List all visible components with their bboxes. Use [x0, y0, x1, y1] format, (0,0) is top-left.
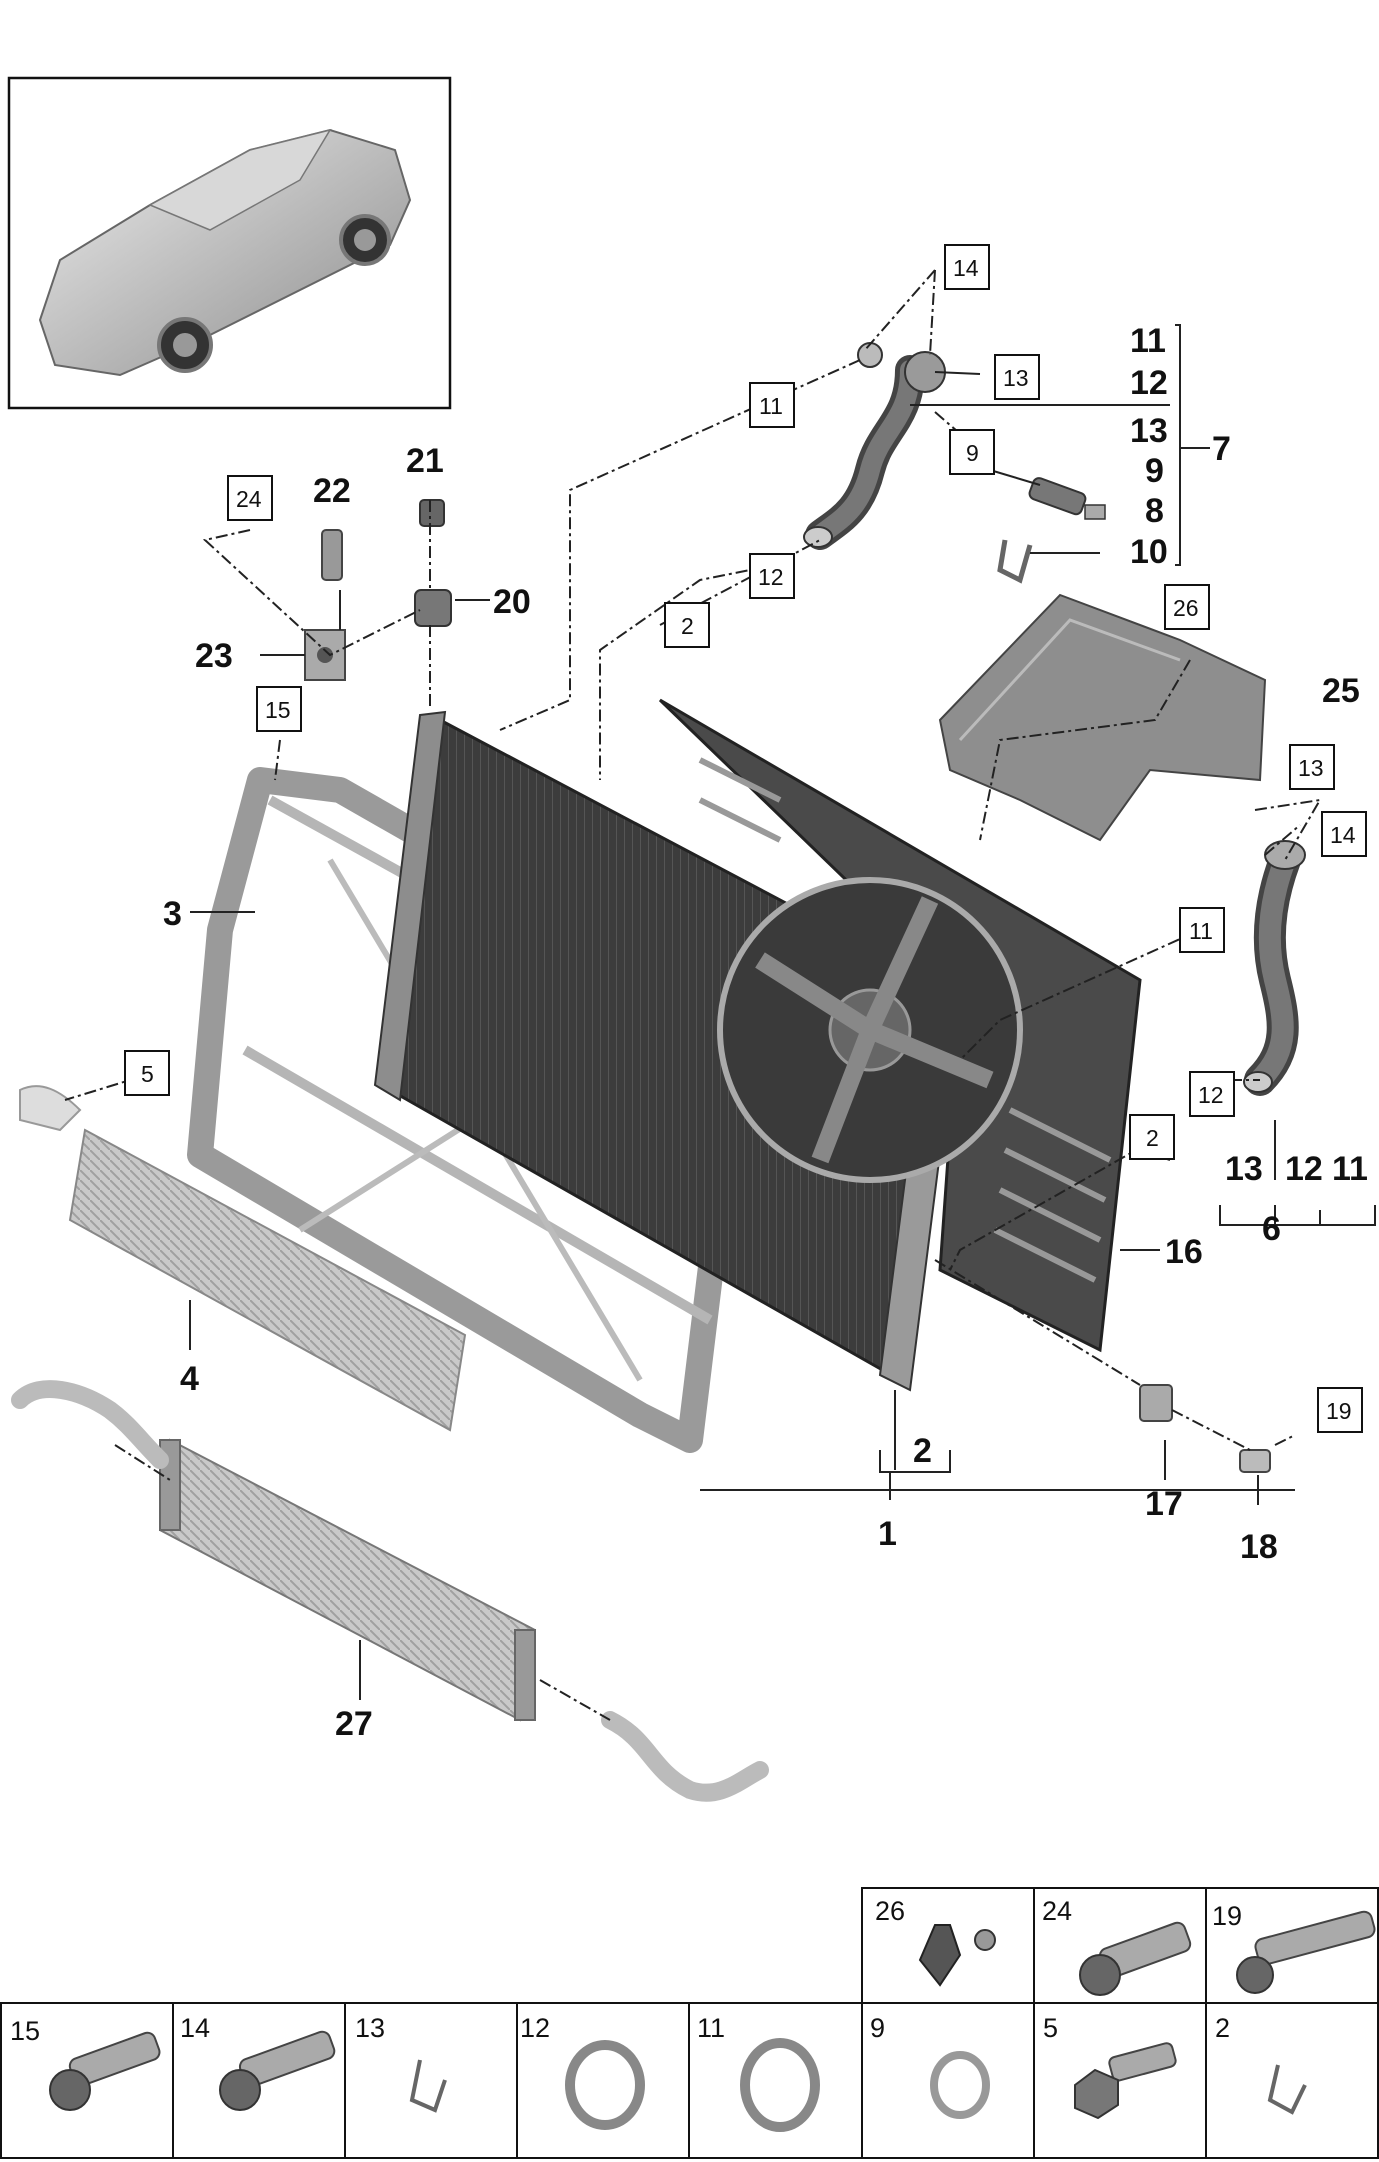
- coolant-line-upper: [11, 1380, 169, 1469]
- legend-label-14: 14: [180, 2013, 210, 2043]
- svg-text:11: 11: [759, 393, 783, 419]
- callout-7: 7: [1212, 430, 1231, 468]
- auxiliary-cooler: [158, 1438, 537, 1722]
- boxed-callout-13-right: 13: [1289, 744, 1335, 790]
- callout-10: 10: [1130, 533, 1168, 571]
- legend-label-19: 19: [1212, 1901, 1242, 1931]
- svg-text:15: 15: [265, 697, 291, 723]
- callout-25: 25: [1322, 672, 1360, 710]
- lower-coolant-hose: [1243, 840, 1306, 1096]
- clip-icon: [1267, 2064, 1307, 2115]
- callout-27: 27: [335, 1705, 373, 1743]
- boxed-callout-5: 5: [124, 1050, 170, 1096]
- rubber-bush: [414, 589, 452, 627]
- fastener-legend: 26 24 19 15 14 13 12 11 9 5 2: [0, 1887, 1379, 2159]
- boxed-callout-24: 24: [227, 475, 273, 521]
- boxed-callout-2-top: 2: [664, 602, 710, 648]
- callout-6: 6: [1262, 1210, 1281, 1248]
- boxed-callout-14-top: 14: [944, 244, 990, 290]
- bracket-18: [1239, 1449, 1271, 1473]
- fan-shroud: [658, 698, 1142, 1353]
- legend-label-2: 2: [1215, 2013, 1230, 2043]
- boxed-callout-11-top: 11: [749, 382, 795, 428]
- car-thumbnail-icon: [38, 128, 412, 377]
- seal-ring-icon: [565, 2040, 645, 2130]
- callout-2: 2: [913, 1432, 932, 1470]
- boxed-callout-12-right: 12: [1189, 1071, 1235, 1117]
- legend-label-26: 26: [875, 1896, 905, 1926]
- legend-label-5: 5: [1043, 2013, 1058, 2043]
- svg-text:5: 5: [141, 1061, 154, 1087]
- bolt-icon: [1079, 1921, 1192, 1996]
- svg-text:12: 12: [1198, 1082, 1224, 1108]
- boxed-callout-14-right: 14: [1321, 811, 1367, 857]
- bolt-icon: [49, 2031, 161, 2111]
- boxed-callout-9: 9: [949, 429, 995, 475]
- svg-text:14: 14: [953, 255, 979, 281]
- svg-text:26: 26: [1173, 595, 1199, 621]
- callout-1: 1: [878, 1515, 897, 1553]
- legend-label-13: 13: [355, 2013, 385, 2043]
- callout-17: 17: [1145, 1485, 1183, 1523]
- sleeve: [321, 529, 343, 581]
- cap-bush: [419, 499, 445, 527]
- boxed-callout-19: 19: [1317, 1387, 1363, 1433]
- callout-11-hose-lower: 11: [1332, 1150, 1368, 1188]
- callout-3: 3: [163, 895, 182, 933]
- oil-cooler: [19, 1085, 467, 1432]
- callout-23: 23: [195, 637, 233, 675]
- air-duct: [938, 593, 1267, 842]
- callout-13-hose-lower: 13: [1225, 1150, 1263, 1188]
- callout-8: 8: [1145, 492, 1164, 530]
- vehicle-thumbnail: [7, 76, 452, 410]
- boxed-callout-26: 26: [1164, 584, 1210, 630]
- seal-ring-icon: [930, 2051, 990, 2119]
- boxed-callout-12-top: 12: [749, 553, 795, 599]
- svg-text:2: 2: [1146, 1125, 1159, 1151]
- callout-16: 16: [1165, 1233, 1203, 1271]
- clip-icon: [409, 2059, 447, 2113]
- callout-12-hose-upper: 12: [1130, 364, 1168, 402]
- bolt-icon: [219, 2030, 336, 2111]
- seal-ring-icon: [740, 2038, 820, 2132]
- legend-label-24: 24: [1042, 1896, 1072, 1926]
- bolt-icon: [1236, 1910, 1376, 1994]
- retaining-clip: [997, 539, 1033, 584]
- coolant-line-lower: [601, 1711, 769, 1802]
- callout-21: 21: [406, 442, 444, 480]
- boxed-callout-11-right: 11: [1179, 907, 1225, 953]
- callout-20: 20: [493, 583, 531, 621]
- svg-text:19: 19: [1326, 1398, 1352, 1424]
- legend-label-12: 12: [520, 2013, 550, 2043]
- legend-label-11: 11: [697, 2013, 725, 2043]
- boxed-callout-15: 15: [256, 686, 302, 732]
- callout-18: 18: [1240, 1528, 1278, 1566]
- callout-11-hose-upper: 11: [1130, 322, 1166, 360]
- svg-text:11: 11: [1189, 918, 1213, 944]
- bolt-icon: [1074, 2042, 1177, 2120]
- legend-label-9: 9: [870, 2013, 885, 2043]
- svg-text:13: 13: [1003, 365, 1029, 391]
- svg-text:24: 24: [236, 486, 262, 512]
- callout-13-hose-upper: 13: [1130, 412, 1168, 450]
- svg-text:9: 9: [966, 440, 979, 466]
- boxed-callout-13-top: 13: [994, 354, 1040, 400]
- temperature-sensor: [1028, 477, 1106, 520]
- mount-bracket: [304, 629, 346, 681]
- callout-4: 4: [180, 1360, 199, 1398]
- svg-text:13: 13: [1298, 755, 1324, 781]
- svg-text:2: 2: [681, 613, 694, 639]
- callout-22: 22: [313, 472, 351, 510]
- boxed-callout-2-right: 2: [1129, 1114, 1175, 1160]
- svg-text:12: 12: [758, 564, 784, 590]
- svg-text:14: 14: [1330, 822, 1356, 848]
- callout-12-hose-lower: 12: [1285, 1150, 1323, 1188]
- upper-coolant-hose: [803, 342, 946, 550]
- callout-9: 9: [1145, 452, 1164, 490]
- clip-icon: [918, 1924, 996, 1987]
- legend-label-15: 15: [10, 2016, 40, 2046]
- clip-17: [1139, 1384, 1173, 1422]
